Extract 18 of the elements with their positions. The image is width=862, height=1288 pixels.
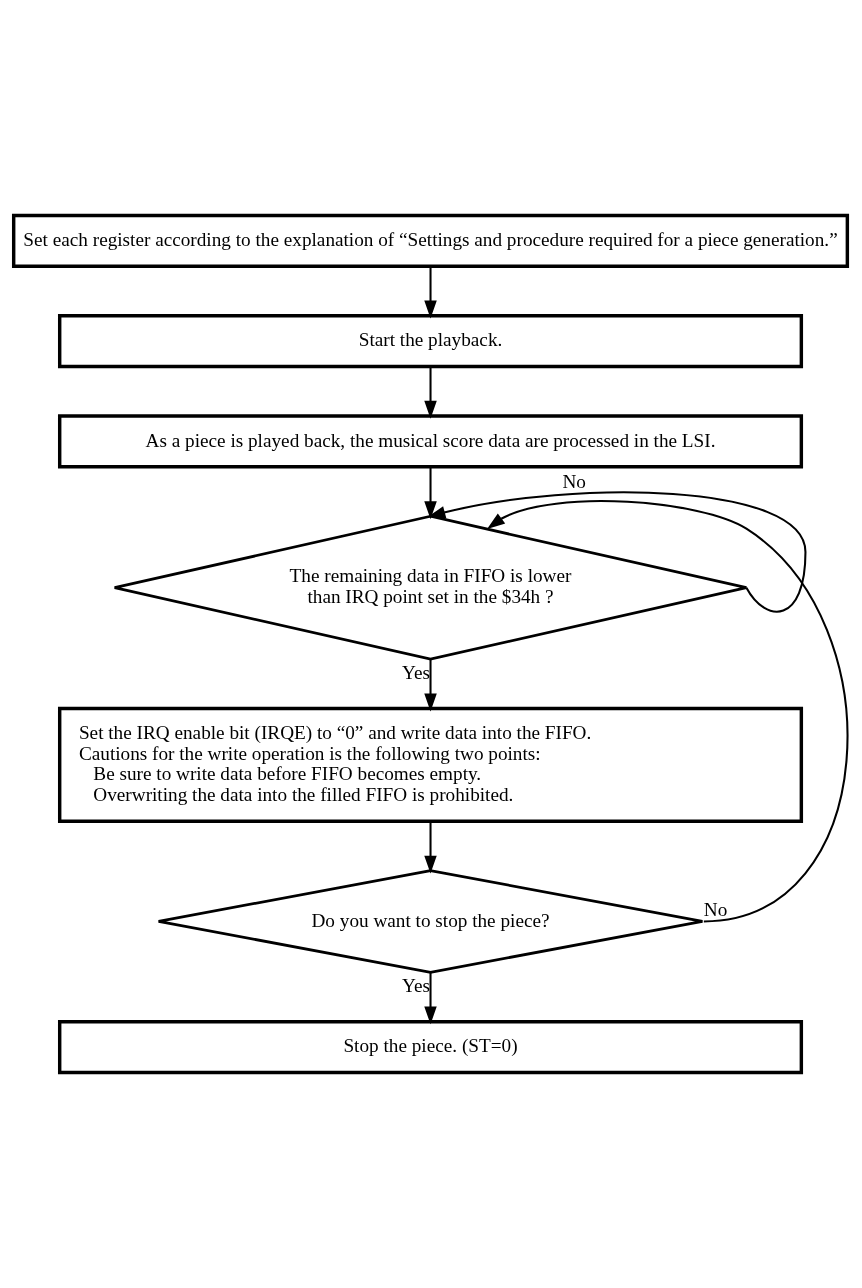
arrow <box>424 659 437 712</box>
node-box: As a piece is played back, the musical score data are processed in the LSI. <box>58 414 804 469</box>
arrow <box>424 972 437 1025</box>
arrow <box>427 491 807 613</box>
arrow <box>424 821 437 874</box>
edge-label: Yes <box>402 974 431 996</box>
arrow <box>424 467 437 520</box>
edge-label: No <box>703 899 728 921</box>
edge-label: Yes <box>402 661 431 683</box>
edge-label: No <box>562 470 586 492</box>
node-box: Set the IRQ enable bit (IRQE) to “0” and write data into the FIFO. Cautions for the write operation is the following two points: Be sure to write data before FIFO becomes empty. Overwriting the data into the filled FIFO is prohibited. <box>58 706 804 823</box>
arrow <box>424 366 437 419</box>
node-box: Set each register according to the explanation of “Settings and procedure required for a piece generation.” <box>11 213 850 269</box>
node-box: Start the playback. <box>58 314 804 369</box>
arrow <box>487 500 848 923</box>
node-diamond: Do you want to stop the piece? <box>157 869 704 974</box>
node-box: Stop the piece. (ST=0) <box>58 1019 804 1075</box>
arrow <box>424 266 437 319</box>
